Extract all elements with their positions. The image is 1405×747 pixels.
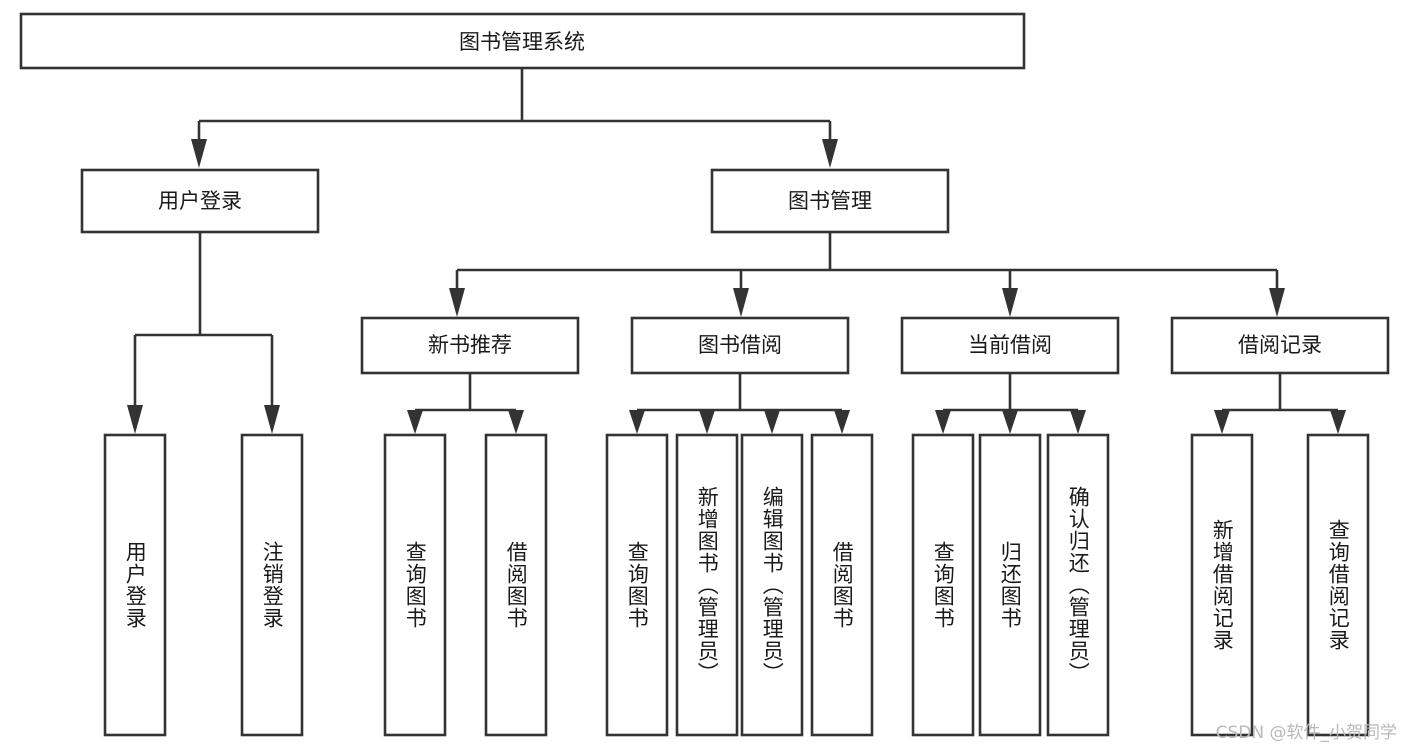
arrowhead-cb-leaf-2 xyxy=(1002,410,1018,434)
arrowhead-bb-leaf-1 xyxy=(629,410,645,434)
arrowhead-cb-leaf-1 xyxy=(935,410,951,434)
node-book-borrow[interactable]: 图书借阅 xyxy=(630,316,850,375)
csdn-watermark: CSDN @软件_小贺同学 xyxy=(1215,723,1397,743)
node-current-borrow[interactable]: 当前借阅 xyxy=(900,316,1120,375)
leaf-user-login-box[interactable] xyxy=(103,433,167,737)
node-new-book-recommend-label: 新书推荐 xyxy=(428,333,512,357)
leaf-confirm-return-admin-box[interactable] xyxy=(1046,433,1110,737)
node-user-login[interactable]: 用户登录 xyxy=(80,168,320,234)
leaf-edit-book-admin[interactable] xyxy=(740,433,804,737)
arrowhead-bb-leaf-3 xyxy=(764,410,780,434)
node-book-manage-label: 图书管理 xyxy=(788,189,872,213)
node-borrow-records[interactable]: 借阅记录 xyxy=(1170,316,1390,375)
leaf-logout-box[interactable] xyxy=(240,433,304,737)
arrowhead-leaf-user-login xyxy=(127,405,143,434)
node-book-manage[interactable]: 图书管理 xyxy=(710,168,950,234)
leaf-query-borrow-record[interactable] xyxy=(1306,433,1370,737)
leaf-borrow-book-bb[interactable] xyxy=(810,433,874,737)
leaf-add-book-admin[interactable] xyxy=(675,433,739,737)
leaf-query-book-nbr[interactable] xyxy=(383,433,447,737)
leaf-query-book-bb-box[interactable] xyxy=(605,433,669,737)
node-user-login-label: 用户登录 xyxy=(158,189,242,213)
leaf-user-login[interactable] xyxy=(103,433,167,737)
leaf-add-borrow-record[interactable] xyxy=(1190,433,1254,737)
leaf-borrow-book-nbr[interactable] xyxy=(484,433,548,737)
arrowhead-bb-leaf-2 xyxy=(699,410,715,434)
node-root-box[interactable] xyxy=(19,12,1026,70)
arrowhead-borrow-records xyxy=(1269,288,1285,317)
leaf-edit-book-admin-box[interactable] xyxy=(740,433,804,737)
node-current-borrow-label: 当前借阅 xyxy=(968,333,1052,357)
arrowhead-br-leaf-2 xyxy=(1330,410,1346,434)
node-borrow-records-label: 借阅记录 xyxy=(1238,333,1322,357)
node-current-borrow-box[interactable] xyxy=(900,316,1120,375)
arrowhead-current-borrow xyxy=(1002,288,1018,317)
arrowhead-br-leaf-1 xyxy=(1214,410,1230,434)
arrowhead-leaf-logout xyxy=(264,405,280,434)
leaf-logout[interactable] xyxy=(240,433,304,737)
node-borrow-records-box[interactable] xyxy=(1170,316,1390,375)
leaf-query-book-cb[interactable] xyxy=(911,433,975,737)
node-root-label: 图书管理系统 xyxy=(459,30,585,54)
arrowhead-user-login xyxy=(191,139,207,168)
leaf-return-book-box[interactable] xyxy=(978,433,1042,737)
arrowhead-book-manage xyxy=(822,139,838,168)
arrowhead-nbr-leaf-1 xyxy=(407,410,423,434)
arrowhead-new-book-recommend xyxy=(449,288,465,317)
leaf-query-borrow-record-box[interactable] xyxy=(1306,433,1370,737)
leaf-borrow-book-nbr-box[interactable] xyxy=(484,433,548,737)
node-book-borrow-box[interactable] xyxy=(630,316,850,375)
leaf-return-book[interactable] xyxy=(978,433,1042,737)
node-book-borrow-label: 图书借阅 xyxy=(698,333,782,357)
leaf-confirm-return-admin[interactable] xyxy=(1046,433,1110,737)
leaf-query-book-cb-box[interactable] xyxy=(911,433,975,737)
node-root[interactable]: 图书管理系统 xyxy=(19,12,1026,70)
leaf-query-book-nbr-box[interactable] xyxy=(383,433,447,737)
leaf-query-book-bb[interactable] xyxy=(605,433,669,737)
arrowhead-nbr-leaf-2 xyxy=(508,410,524,434)
node-new-book-recommend-box[interactable] xyxy=(360,316,580,375)
leaf-add-borrow-record-box[interactable] xyxy=(1190,433,1254,737)
arrowhead-cb-leaf-3 xyxy=(1070,410,1086,434)
arrowhead-book-borrow xyxy=(733,288,749,317)
leaf-borrow-book-bb-box[interactable] xyxy=(810,433,874,737)
node-new-book-recommend[interactable]: 新书推荐 xyxy=(360,316,580,375)
node-book-manage-box[interactable] xyxy=(710,168,950,234)
arrowhead-bb-leaf-4 xyxy=(834,410,850,434)
leaf-add-book-admin-box[interactable] xyxy=(675,433,739,737)
